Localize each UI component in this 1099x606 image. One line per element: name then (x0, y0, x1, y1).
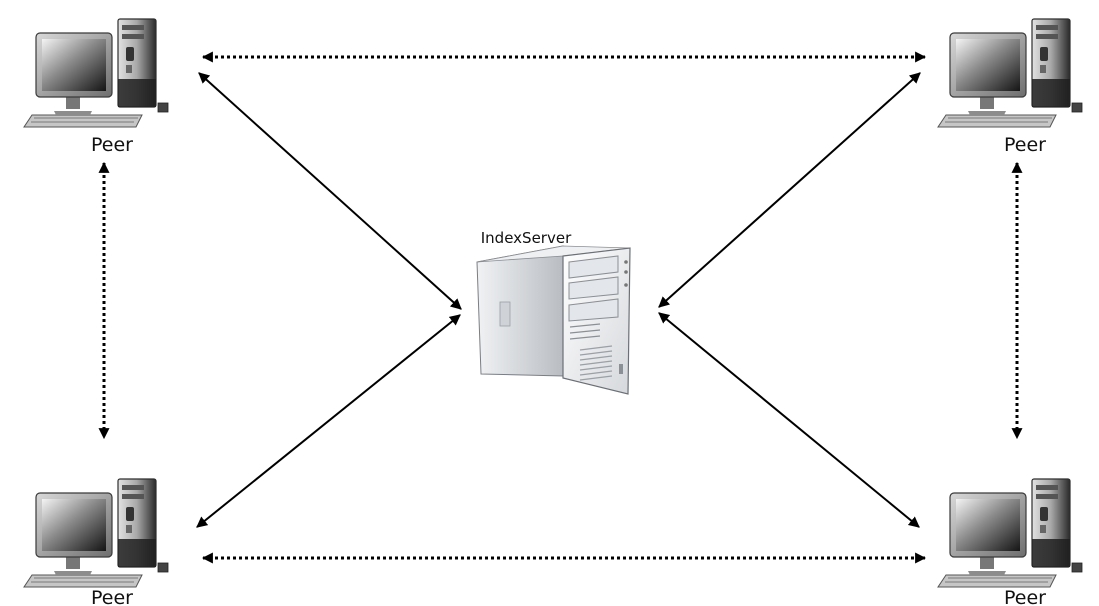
peer-bottom-right-label: Peer (1004, 587, 1046, 606)
peer-top-right-computer-icon (937, 18, 1083, 128)
connections-group (98, 51, 1023, 564)
peer-bottom-left-label: Peer (91, 587, 133, 606)
peer-top-left-label: Peer (91, 134, 133, 156)
peer-bottom-left-computer-icon (23, 478, 169, 588)
connection-peer-bottom-left-to-index-server-arrow (196, 314, 461, 528)
peer-top-right-label: Peer (1004, 134, 1046, 156)
index-server-label: IndexServer (481, 229, 572, 247)
connection-peer-bottom-right-to-index-server-arrow (658, 312, 920, 528)
peer-bottom-right-computer-icon (937, 478, 1083, 588)
peer-top-left-computer-icon (23, 18, 169, 128)
connection-peer-top-right-to-index-server-arrow (658, 72, 921, 308)
index-server-tower-icon (476, 245, 631, 395)
connection-peer-top-left-to-index-server-arrow (198, 72, 462, 310)
